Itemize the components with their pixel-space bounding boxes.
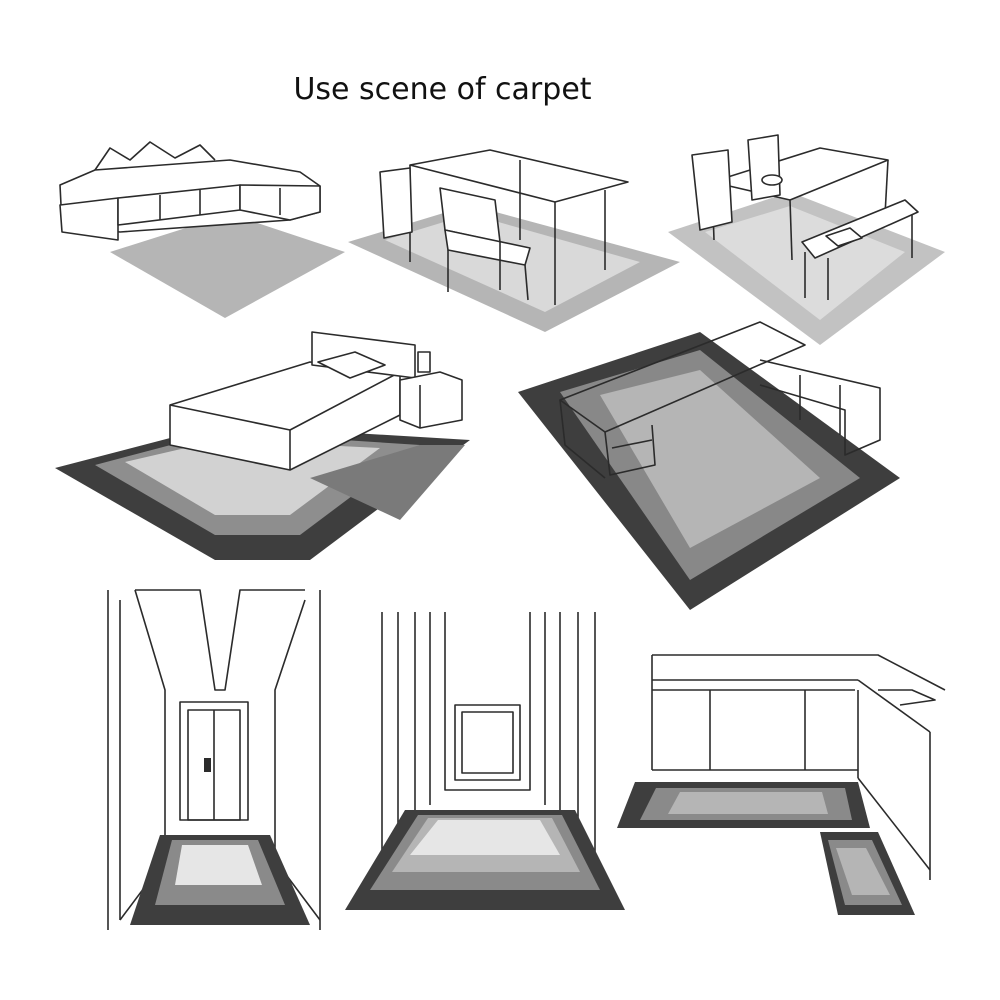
entrance-rug bbox=[345, 810, 625, 910]
sofa-icon bbox=[59, 141, 321, 241]
page-title: Use scene of carpet bbox=[293, 72, 592, 107]
hallway-rug bbox=[130, 835, 310, 925]
desk-icon bbox=[559, 321, 881, 479]
kitchen-icon bbox=[651, 654, 946, 880]
bench-table-icon bbox=[691, 134, 919, 300]
kitchen-rug-main bbox=[617, 782, 870, 828]
bed-rug bbox=[55, 425, 470, 560]
desk-rug bbox=[518, 332, 900, 610]
bed-icon bbox=[169, 331, 463, 471]
sofa-rug bbox=[110, 214, 345, 318]
kitchen-rug-side bbox=[820, 832, 915, 915]
dining-table-icon bbox=[379, 149, 629, 305]
